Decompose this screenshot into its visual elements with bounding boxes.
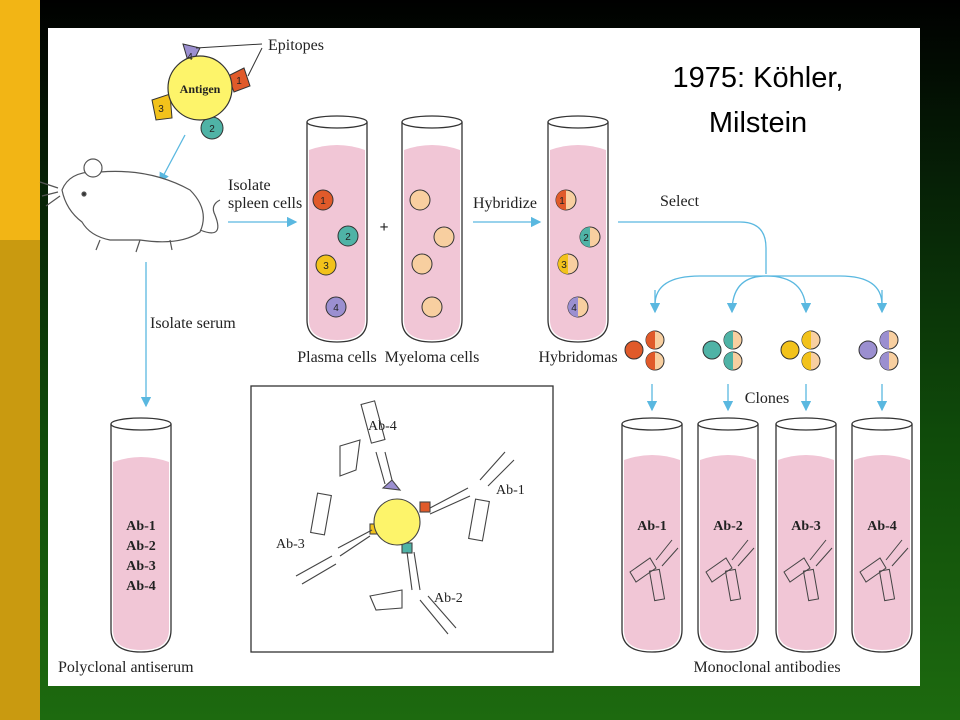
epitopes-label: Epitopes	[268, 37, 324, 54]
isolate-label: Isolate	[228, 177, 271, 194]
hybridoma-cell-4: 4	[571, 303, 577, 314]
mono-ab-3: Ab-3	[791, 519, 821, 534]
hybridize-label: Hybridize	[473, 195, 537, 212]
poly-ab-4: Ab-4	[126, 579, 156, 594]
arrow-antigen-mouse	[159, 134, 186, 184]
slide-title-line2: Milstein	[709, 107, 807, 139]
inset-ab-1: Ab-1	[496, 483, 525, 498]
mono-ab-2: Ab-2	[713, 519, 743, 534]
mono-tube-3	[775, 417, 837, 653]
plus-sign: +	[379, 219, 388, 236]
plasma-cell-2: 2	[345, 232, 351, 243]
inset-ab-3: Ab-3	[276, 537, 305, 552]
poly-ab-1: Ab-1	[126, 519, 156, 534]
myeloma-tube	[401, 115, 463, 343]
myeloma-cells-label: Myeloma cells	[385, 349, 480, 366]
plasma-cell-1: 1	[320, 196, 326, 207]
poly-ab-2: Ab-2	[126, 539, 156, 554]
spleen-cells-label: spleen cells	[228, 195, 302, 212]
hybridoma-cell-3: 3	[561, 260, 567, 271]
hybridoma-tube	[547, 115, 609, 343]
plasma-cell-3: 3	[323, 261, 329, 272]
plasma-tube	[306, 115, 368, 343]
epitope-pointer-lines	[195, 43, 263, 77]
select-line	[618, 221, 767, 274]
hybridoma-cell-1: 1	[559, 196, 565, 207]
clone-cluster-4	[858, 330, 899, 371]
arrow-branch-3	[765, 275, 812, 314]
antigen-label: Antigen	[180, 82, 221, 96]
epitope-2-num: 2	[209, 124, 215, 135]
accent-bar-bottom	[0, 240, 40, 720]
clones-label: Clones	[745, 390, 789, 407]
poly-ab-3: Ab-3	[126, 559, 156, 574]
antigen-circle	[167, 55, 233, 121]
mono-tube-2	[697, 417, 759, 653]
inset-complex	[295, 400, 515, 635]
mono-tube-4	[851, 417, 913, 653]
hybridoma-cell-2: 2	[583, 233, 589, 244]
mono-ab-4: Ab-4	[867, 519, 897, 534]
accent-bar-top	[0, 0, 40, 240]
mono-ab-1: Ab-1	[637, 519, 667, 534]
mouse-illustration	[39, 158, 221, 253]
polyclonal-tube	[110, 417, 172, 653]
antigen-group: Antigen 4 1 3 2 Epitopes	[151, 37, 324, 140]
hybridomas-label: Hybridomas	[538, 349, 617, 366]
monoclonal-antibodies-label: Monoclonal antibodies	[693, 659, 840, 676]
mono-tube-1	[621, 417, 683, 653]
arrow-branch-2	[726, 275, 767, 314]
inset-ab-4: Ab-4	[368, 419, 397, 434]
slide-title-line1: 1975: Köhler,	[673, 62, 844, 94]
select-label: Select	[660, 193, 700, 210]
polyclonal-antiserum-label: Polyclonal antiserum	[58, 659, 194, 676]
epitope-1-num: 1	[236, 76, 242, 87]
clone-cluster-3	[780, 330, 821, 371]
isolate-serum-label: Isolate serum	[150, 315, 236, 332]
epitope-3-num: 3	[158, 104, 164, 115]
inset-ab-2: Ab-2	[434, 591, 463, 606]
clone-cluster-1	[624, 330, 665, 371]
plasma-cell-4: 4	[333, 303, 339, 314]
plasma-cells-label: Plasma cells	[297, 349, 377, 366]
branch-line	[654, 275, 883, 306]
epitope-3-shape	[151, 93, 173, 121]
clone-cluster-2	[702, 330, 743, 371]
epitope-4-num: 4	[187, 52, 193, 63]
